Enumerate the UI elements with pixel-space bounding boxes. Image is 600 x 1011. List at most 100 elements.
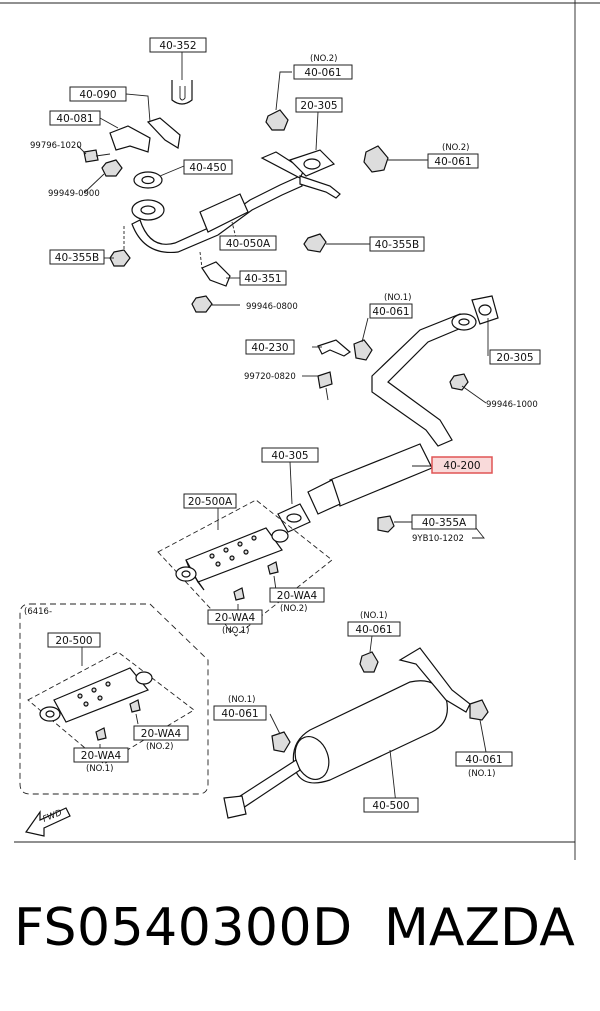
svg-text:20-500A: 20-500A <box>188 496 233 508</box>
label-40-200-highlighted: 40-200 <box>431 456 493 474</box>
svg-text:(NO.1): (NO.1) <box>228 695 255 705</box>
svg-text:40-352: 40-352 <box>159 40 196 52</box>
label-99946-0800: 99946-0800 <box>246 302 298 312</box>
label-no1-left: (NO.1) <box>228 695 255 705</box>
svg-text:(NO.1): (NO.1) <box>468 769 495 779</box>
main-silencer-40-500 <box>223 647 471 819</box>
label-40-090: 40-090 <box>69 86 127 102</box>
svg-text:99796-1020: 99796-1020 <box>30 141 82 151</box>
svg-text:20-305: 20-305 <box>496 352 533 364</box>
label-20-wa4-no1-a: 20-WA4 (NO.1) <box>207 609 263 636</box>
label-20-500a: 20-500A <box>183 493 237 509</box>
fwd-arrow-icon <box>24 807 71 837</box>
svg-text:(NO.1): (NO.1) <box>360 611 387 621</box>
label-20-500: 20-500 <box>47 632 101 648</box>
hanger-rubber-40-061-mid <box>353 339 373 361</box>
gasket-20-305-top <box>288 149 336 177</box>
label-40-061-mid: 40-061 <box>369 303 413 319</box>
label-40-061-right: 40-061 <box>427 153 479 169</box>
svg-text:40-355B: 40-355B <box>375 239 419 251</box>
svg-text:40-061: 40-061 <box>221 708 258 720</box>
nut-99946-0800 <box>191 295 213 313</box>
label-6416: (6416- <box>24 607 52 617</box>
label-40-355b-right: 40-355B <box>369 236 425 252</box>
gasket-40-450 <box>133 171 163 189</box>
exhaust-parts-diagram: 40-352 40-090 40-081 99796-1020 99949-09… <box>0 0 600 860</box>
svg-text:9YB10-1202: 9YB10-1202 <box>412 534 464 544</box>
svg-text:20-305: 20-305 <box>300 100 337 112</box>
label-20-wa4-no2-b: 20-WA4 (NO.2) <box>133 725 189 752</box>
svg-text:(NO.2): (NO.2) <box>146 742 173 752</box>
clamp-40-355b-right <box>303 233 327 253</box>
label-40-450: 40-450 <box>183 159 233 175</box>
svg-text:40-061: 40-061 <box>372 306 409 318</box>
label-40-230: 40-230 <box>245 339 295 355</box>
svg-text:(NO.1): (NO.1) <box>86 764 113 774</box>
gasket-40-305 <box>277 503 311 533</box>
svg-text:40-200: 40-200 <box>443 460 480 472</box>
label-no1-mid: (NO.1) <box>384 293 411 303</box>
svg-text:40-355B: 40-355B <box>55 252 99 264</box>
label-40-050a: 40-050A <box>219 235 277 251</box>
svg-text:(6416-: (6416- <box>24 607 52 617</box>
bracket-40-230 <box>317 339 351 357</box>
nut-40-355a <box>377 515 395 533</box>
svg-text:20-500: 20-500 <box>55 635 92 647</box>
svg-text:99946-1000: 99946-1000 <box>486 400 538 410</box>
label-99720-0820: 99720-0820 <box>244 372 296 382</box>
svg-text:40-500: 40-500 <box>372 800 409 812</box>
label-40-500: 40-500 <box>363 797 419 813</box>
nut-99946-1000 <box>449 373 469 391</box>
label-40-081: 40-081 <box>49 110 101 126</box>
gasket-20-305-mid <box>471 295 499 325</box>
svg-text:(NO.1): (NO.1) <box>222 626 249 636</box>
bracket-40-351 <box>201 261 231 287</box>
svg-text:(NO.2): (NO.2) <box>310 54 337 64</box>
svg-text:40-090: 40-090 <box>79 89 116 101</box>
svg-text:99720-0820: 99720-0820 <box>244 372 296 382</box>
label-40-355b-left: 40-355B <box>49 249 105 265</box>
svg-text:40-061: 40-061 <box>465 754 502 766</box>
svg-text:20-WA4: 20-WA4 <box>277 590 318 602</box>
svg-text:20-WA4: 20-WA4 <box>215 612 256 624</box>
label-9yb10-1202: 9YB10-1202 <box>412 534 464 544</box>
label-40-305: 40-305 <box>261 447 319 463</box>
svg-text:40-305: 40-305 <box>271 450 308 462</box>
u-bolt-40-352 <box>171 80 193 105</box>
bolt-99796 <box>83 149 111 163</box>
svg-text:40-081: 40-081 <box>56 113 93 125</box>
label-40-061-lower: 40-061 <box>347 621 401 637</box>
hanger-rubber-40-061-lower <box>359 651 379 673</box>
label-40-352: 40-352 <box>149 37 207 53</box>
front-pipe-40-050a <box>131 151 305 254</box>
svg-text:40-061: 40-061 <box>304 67 341 79</box>
svg-text:40-061: 40-061 <box>355 624 392 636</box>
label-no1-lower: (NO.1) <box>360 611 387 621</box>
svg-text:40-050A: 40-050A <box>226 238 271 250</box>
svg-text:20-WA4: 20-WA4 <box>141 728 182 740</box>
svg-text:40-351: 40-351 <box>244 273 281 285</box>
hanger-rubber-40-061-left <box>271 731 291 753</box>
hanger-rubber-40-061-right <box>363 145 389 173</box>
pipe-tail-upper <box>299 175 341 199</box>
label-40-351: 40-351 <box>239 270 287 286</box>
label-20-305-top: 20-305 <box>295 97 343 113</box>
svg-text:40-230: 40-230 <box>251 342 288 354</box>
catalytic-converter-20-500a <box>157 499 333 637</box>
catalytic-converter-20-500 <box>27 651 195 765</box>
label-no2-right: (NO.2) <box>442 143 469 153</box>
label-20-wa4-no1-b: 20-WA4(NO.1) <box>73 747 129 774</box>
label-99796-1020: 99796-1020 <box>30 141 82 151</box>
label-40-061-br: 40-061 (NO.1) <box>455 751 513 779</box>
label-99946-1000: 99946-1000 <box>486 400 538 410</box>
label-20-305-mid: 20-305 <box>489 349 541 365</box>
inset-6416-box <box>19 603 209 795</box>
middle-pipe-40-200 <box>307 313 477 515</box>
label-40-355a: 40-355A <box>411 514 477 530</box>
bolt-99720 <box>317 371 333 401</box>
label-99949-0900: 99949-0900 <box>48 189 100 199</box>
brand-name: MAZDA <box>384 898 575 958</box>
svg-text:(NO.2): (NO.2) <box>442 143 469 153</box>
nut-99949 <box>101 159 123 177</box>
part-number: FS0540300D <box>14 898 353 958</box>
